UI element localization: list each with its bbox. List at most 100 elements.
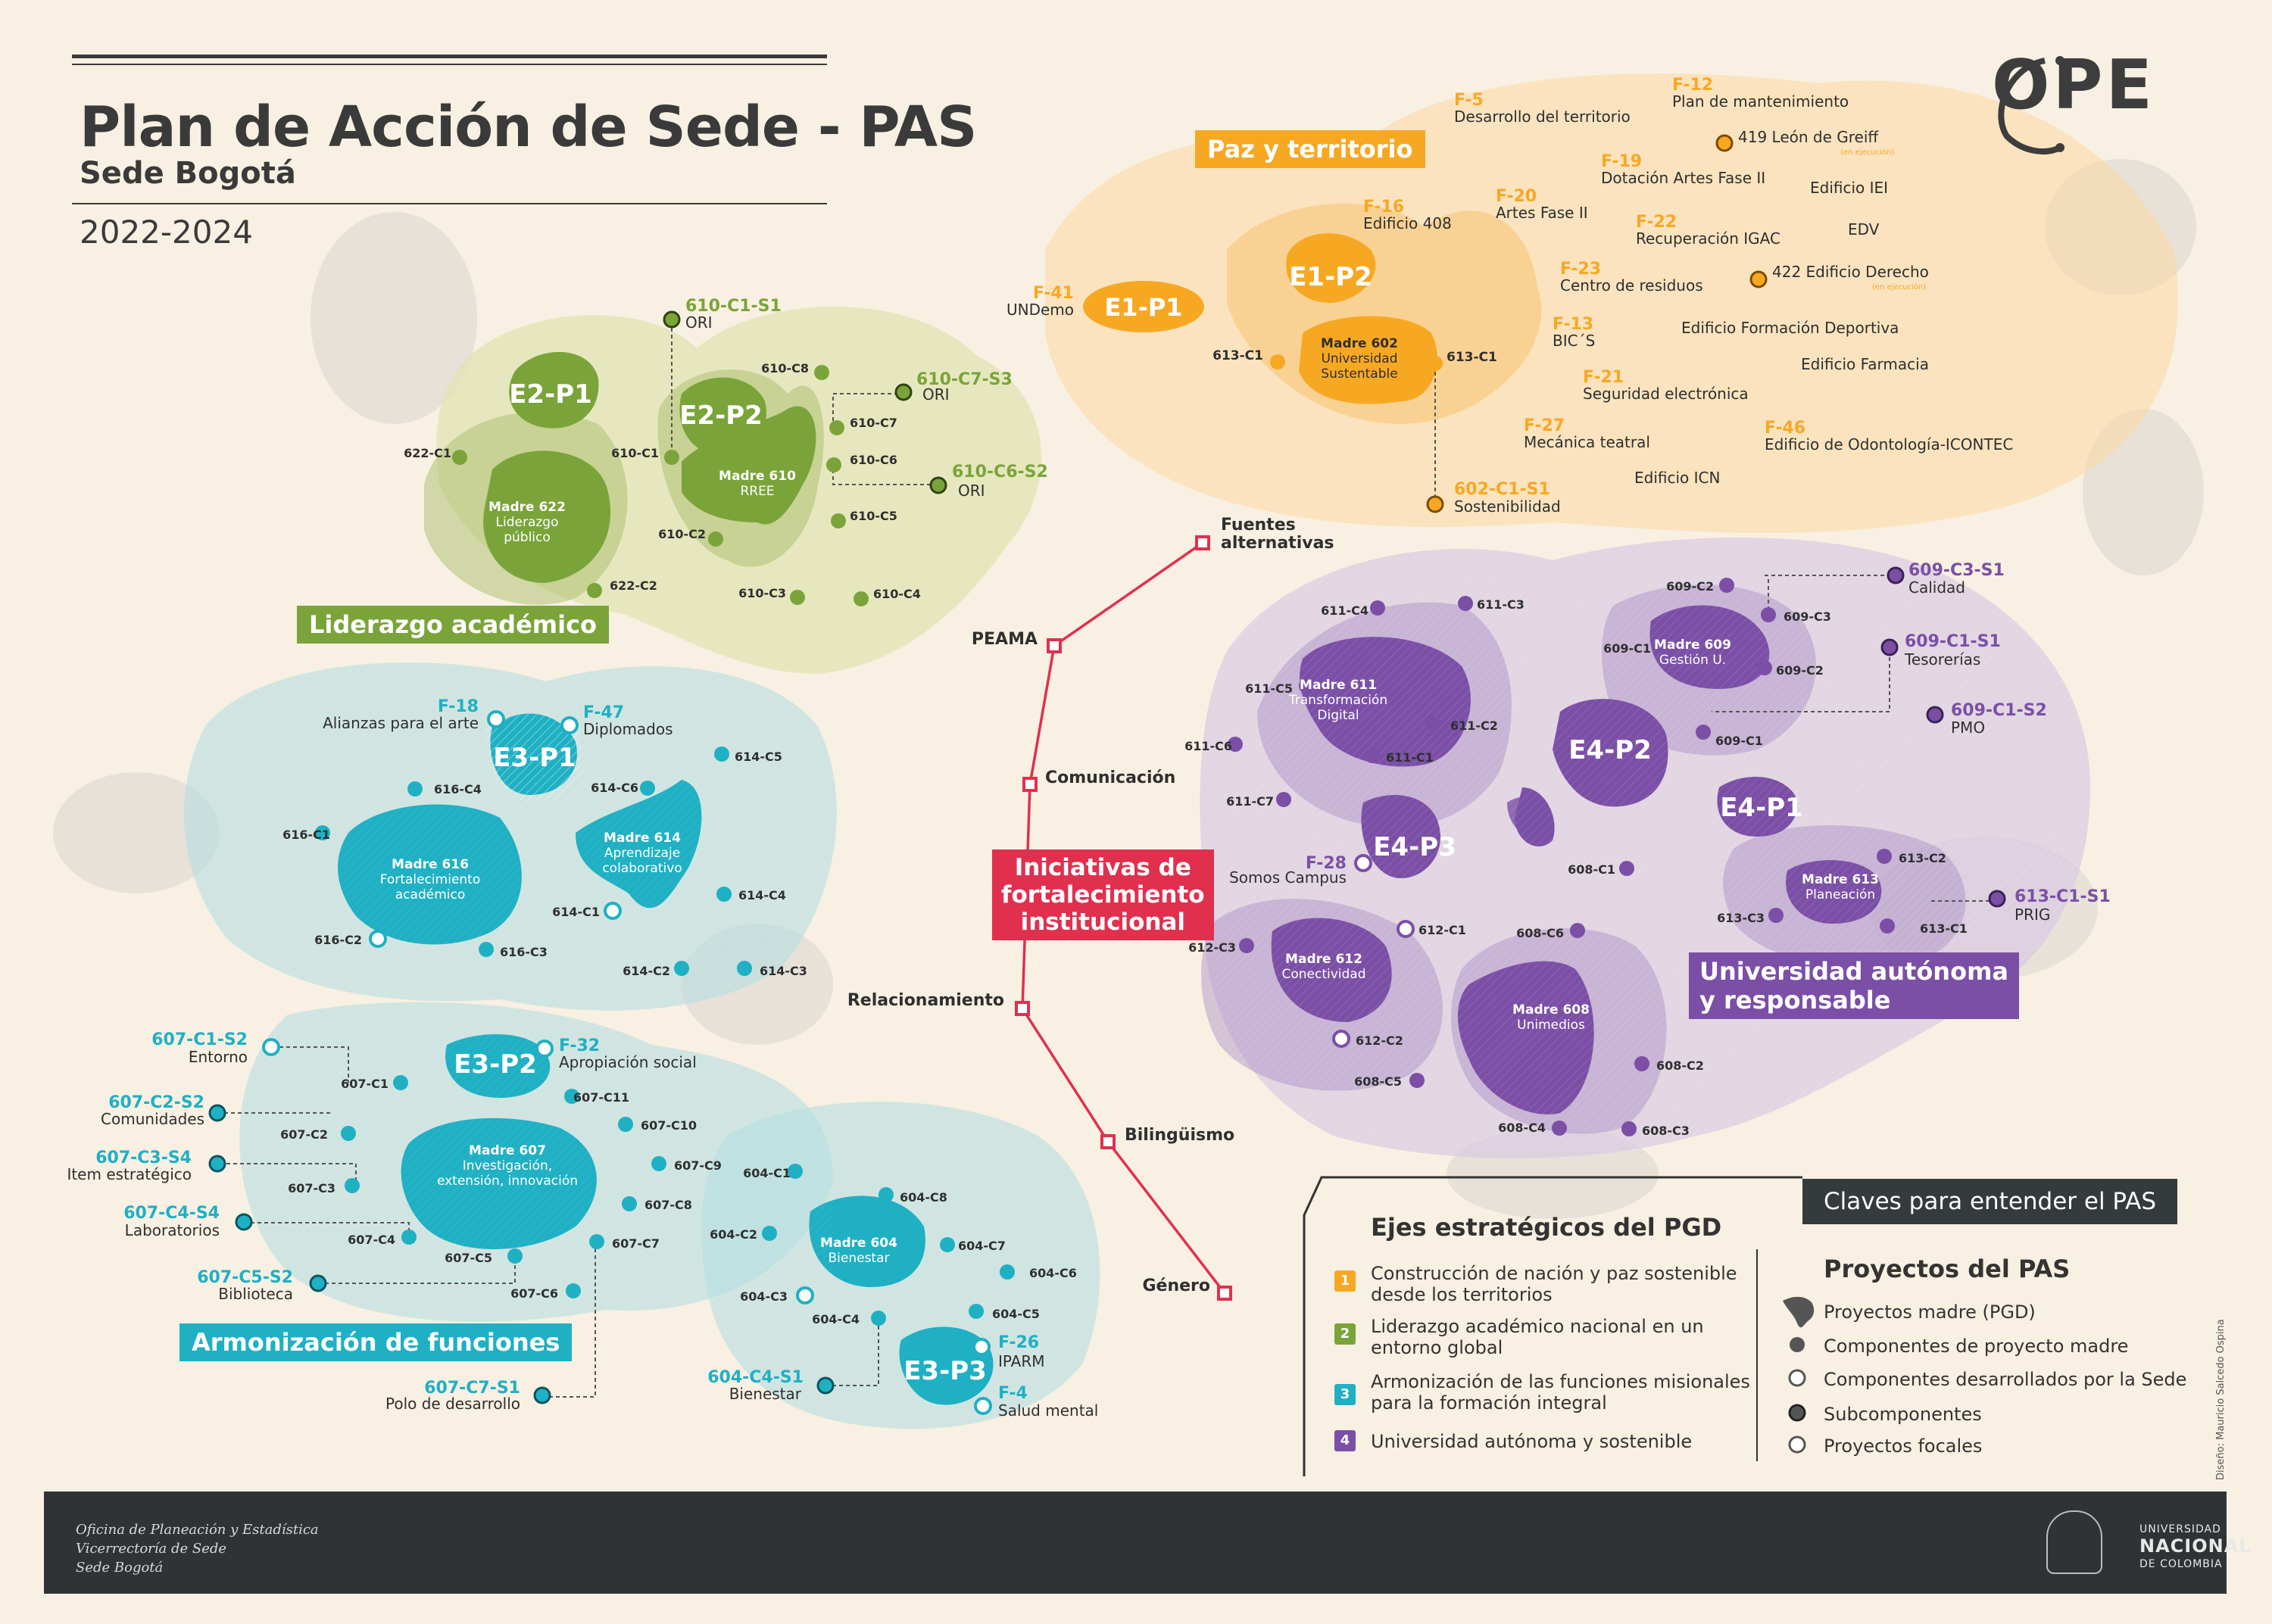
eje3-607-c4: 607-C4	[348, 1233, 395, 1247]
eje1-derecho-note: (en ejecución)	[1872, 283, 1927, 291]
eje2-622-c2: 622-C2	[610, 578, 657, 593]
madre-609-line2: Gestión U.	[1659, 652, 1727, 668]
program-e2p1: E2-P1	[509, 379, 592, 410]
legend-proyectos-title: Proyectos del PAS	[1824, 1255, 2071, 1283]
eje2-610-c6: 610-C6	[850, 453, 897, 467]
eje3-607-c4-s4: 607-C4-S4	[123, 1204, 220, 1223]
e3p3-blob[interactable]	[899, 1326, 994, 1405]
eje4-611-c5: 611-C5	[1245, 681, 1293, 696]
madre-602-blob[interactable]	[1299, 316, 1437, 404]
legend-eje4-line1: Universidad autónoma y sostenible	[1371, 1431, 1693, 1452]
eje3-diplomados: Diplomados	[583, 720, 673, 738]
madre-611-line1: Madre 611	[1300, 677, 1377, 693]
inst-bilinguismo: Bilingüismo	[1125, 1126, 1235, 1145]
madre-602-line3: Sustentable	[1321, 366, 1398, 382]
eje1-focal-code-7: F-23	[1560, 260, 1602, 279]
eje4-pmo: PMO	[1951, 718, 1986, 737]
eje4-609-c2-b: 609-C2	[1776, 663, 1824, 678]
eje3-604-c2: 604-C2	[710, 1227, 757, 1242]
eje1-farmacia: Edificio Farmacia	[1801, 355, 1929, 373]
eje4-611-c6: 611-C6	[1184, 739, 1232, 753]
eje3-604-c1: 604-C1	[743, 1166, 791, 1180]
eje4-612-c3: 612-C3	[1188, 940, 1236, 955]
eje4-608-c4: 608-C4	[1498, 1121, 1546, 1135]
eje2-610-c3: 610-C3	[738, 586, 786, 600]
eje2-610-c1: 610-C1	[611, 446, 659, 460]
ope-logo: OPE	[1992, 45, 2155, 125]
eje2-ori-1: ORI	[685, 313, 713, 332]
legend-eje2-line2: entorno global	[1371, 1337, 1503, 1358]
eje4-613-c2: 613-C2	[1899, 851, 1946, 865]
section-inst-line1: Iniciativas de	[1014, 854, 1191, 881]
madre-608-line2: Unimedios	[1517, 1017, 1585, 1033]
madre-604-line2: Bienestar	[828, 1250, 890, 1266]
eje3-607-c5-s2: 607-C5-S2	[197, 1268, 293, 1287]
eje4-608-c3: 608-C3	[1642, 1124, 1690, 1138]
eje1-602-c1-s1: 602-C1-S1	[1454, 480, 1550, 499]
legend-eje2-line1: Liderazgo académico nacional en un	[1371, 1316, 1704, 1337]
section-eje4-line2: y responsable	[1699, 986, 1891, 1015]
eje3-607-c8: 607-C8	[644, 1198, 692, 1212]
section-inst-line2: fortalecimiento	[1001, 881, 1205, 909]
eje2-610-c4: 610-C4	[873, 587, 921, 601]
program-e2p2: E2-P2	[679, 401, 763, 431]
eje3-614-c5: 614-C5	[735, 750, 782, 764]
e1p2-blob[interactable]	[1286, 233, 1376, 304]
eje1-leon-note: (en ejecución)	[1840, 148, 1895, 157]
eje3-f4: F-4	[998, 1384, 1028, 1403]
eje3-604-c7: 604-C7	[958, 1239, 1006, 1253]
eje1-focal-name-8: BIC´S	[1553, 332, 1596, 350]
eje4-611-c4: 611-C4	[1321, 603, 1369, 618]
madre-622-blob[interactable]	[483, 450, 611, 583]
madre-616-line3: académico	[395, 887, 466, 902]
e1p1-blob[interactable]	[1083, 281, 1204, 332]
e2p1-blob[interactable]	[509, 351, 599, 429]
eje3-item-estrategico: Item estratégico	[67, 1165, 192, 1183]
program-e4p2: E4-P2	[1568, 735, 1652, 765]
legend-ejes-title: Ejes estratégicos del PGD	[1371, 1213, 1722, 1242]
program-e1p2: E1-P2	[1289, 262, 1372, 292]
madre-613-line2: Planeación	[1805, 887, 1876, 902]
eje4-611-c1: 611-C1	[1386, 750, 1434, 765]
unal-line-2: NACIONAL	[2139, 1535, 2252, 1557]
eje3-laboratorios: Laboratorios	[124, 1221, 220, 1239]
eje2-610-c8: 610-C8	[761, 361, 809, 376]
footer-line-3: Sede Bogotá	[76, 1560, 164, 1576]
madre-607-line1: Madre 607	[469, 1142, 546, 1158]
program-e4p3: E4-P3	[1373, 832, 1456, 862]
eje1-focal-code-5: F-20	[1496, 187, 1537, 206]
eje2-610-c5: 610-C5	[850, 509, 897, 523]
page-title: Plan de Acción de Sede - PAS	[80, 95, 977, 160]
eje3-apropiacion: Apropiación social	[559, 1053, 697, 1071]
eje3-616-c4: 616-C4	[434, 782, 482, 796]
eje1-focal-code-8: F-13	[1553, 315, 1594, 334]
eje4-608-c2: 608-C2	[1656, 1058, 1704, 1073]
eje1-focal-name-2: Plan de mantenimiento	[1672, 92, 1849, 111]
madre-612-line2: Conectividad	[1281, 966, 1366, 982]
eje4-608-c1: 608-C1	[1568, 862, 1615, 877]
madre-604-blob[interactable]	[809, 1195, 925, 1287]
eje4-611-c2: 611-C2	[1450, 718, 1498, 733]
program-e3p3: E3-P3	[903, 1356, 987, 1386]
eje2-610-c6-s2: 610-C6-S2	[952, 463, 1048, 482]
madre-610-line1: Madre 610	[719, 468, 796, 484]
eje3-f47: F-47	[583, 703, 625, 722]
eje1-focal-name-5: Artes Fase II	[1496, 204, 1588, 222]
eje3-bienestar: Bienestar	[729, 1385, 801, 1403]
eje3-607-c10: 607-C10	[641, 1118, 698, 1133]
eje4-609-c1-b: 609-C1	[1603, 641, 1651, 656]
eje4-f28: F-28	[1305, 854, 1347, 873]
eje1-edificio-iei: Edificio IEI	[1810, 179, 1889, 197]
ope-logo-mark	[1998, 56, 2064, 154]
eje3-607-c2: 607-C2	[280, 1127, 328, 1142]
eje2-ori-2: ORI	[922, 385, 950, 404]
page-subtitle: Sede Bogotá	[80, 156, 296, 191]
eje2-610-c1-s1: 610-C1-S1	[685, 297, 782, 316]
eje3-alianzas: Alianzas para el arte	[323, 714, 479, 732]
eje4-612-c1: 612-C1	[1418, 923, 1466, 937]
section-inst-line3: institucional	[1020, 909, 1185, 936]
eje3-f26: F-26	[998, 1333, 1040, 1352]
section-institutional: Iniciativas de fortalecimiento instituci…	[992, 849, 1214, 940]
eje3-607-c11: 607-C11	[573, 1090, 630, 1105]
madre-610-blob[interactable]	[682, 406, 816, 525]
